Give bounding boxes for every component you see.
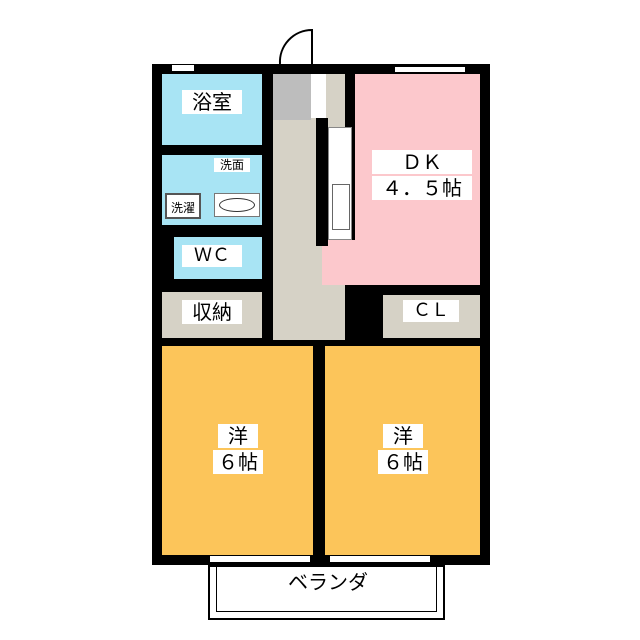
dk-area-lower xyxy=(322,240,362,285)
western-right-name: 洋 xyxy=(383,424,423,448)
western-left-size: ６帖 xyxy=(213,450,263,474)
shoe-cabinet xyxy=(311,74,326,118)
kitchen-wall xyxy=(316,118,328,246)
western-right-size: ６帖 xyxy=(378,450,428,474)
western-left-name: 洋 xyxy=(218,424,258,448)
bath-label: 浴室 xyxy=(182,90,242,114)
window xyxy=(210,556,310,562)
entrance-door-icon xyxy=(278,28,313,66)
window xyxy=(395,66,465,72)
entry-area xyxy=(273,74,311,120)
balcony xyxy=(208,565,445,620)
wash-basin-icon xyxy=(214,193,260,217)
window xyxy=(330,556,430,562)
washroom-label: 洗面 xyxy=(214,158,250,173)
storage-label: 収納 xyxy=(182,300,242,324)
dk-name-label: ＤＫ xyxy=(372,150,472,174)
balcony-label: ベランダ xyxy=(268,570,388,594)
dk-size-label: ４．５帖 xyxy=(372,176,472,200)
washer-label: 洗濯 xyxy=(165,193,201,219)
kitchen-counter xyxy=(328,127,352,240)
wc-label: ＷＣ xyxy=(182,245,242,267)
closet-label: ＣＬ xyxy=(403,300,459,322)
window xyxy=(172,65,194,71)
